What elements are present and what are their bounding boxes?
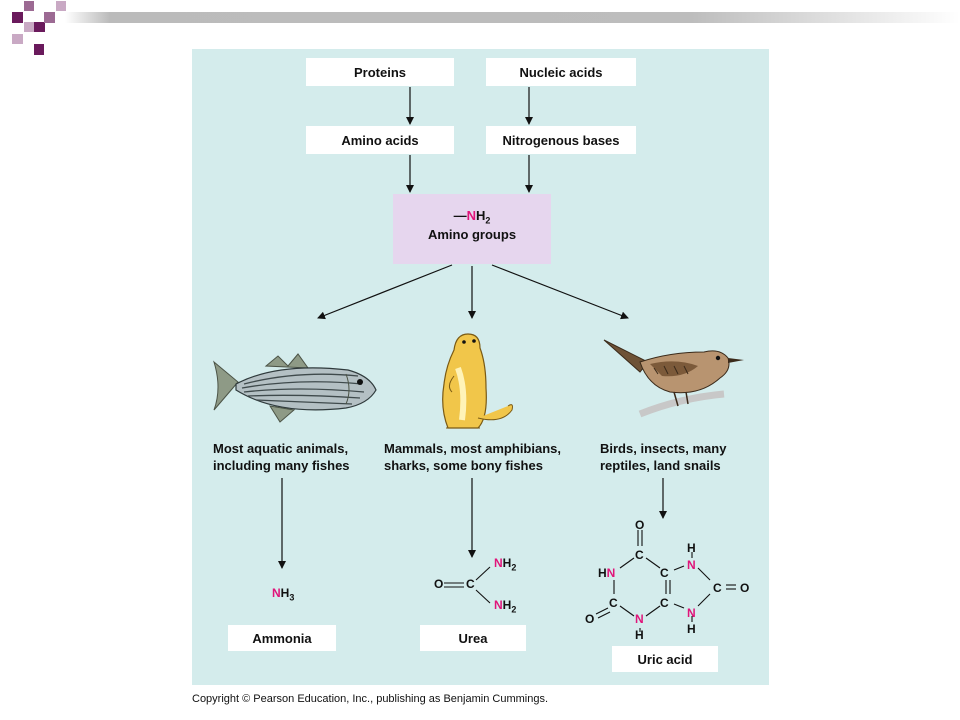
aquatic-caption: Most aquatic animals, including many fis… (213, 441, 350, 473)
uric-acid-label: Uric acid (637, 651, 693, 667)
urea-bonds (444, 566, 491, 604)
uric-n3: N (635, 612, 644, 626)
nitrogenous-bases-box: Nitrogenous bases (486, 126, 636, 154)
uric-n7: N (687, 558, 696, 572)
uric-o-right: O (740, 581, 750, 595)
nucleic-acids-box: Nucleic acids (486, 58, 636, 86)
arrow-groups-bird (491, 264, 629, 320)
copyright-notice: Copyright © Pearson Education, Inc., pub… (192, 693, 549, 705)
fish-icon (213, 353, 377, 423)
uric-c3: C (609, 596, 618, 610)
amino-acids-label: Amino acids (341, 132, 419, 148)
uric-o-top: O (635, 518, 645, 532)
uric-h9: H (687, 622, 696, 636)
amino-groups-box: —NH2 Amino groups (393, 194, 551, 264)
uric-c4: C (660, 596, 669, 610)
uric-c8: C (713, 581, 722, 595)
uric-c5: C (660, 566, 669, 580)
urea-label: Urea (458, 630, 488, 646)
urea-nh2-bottom: NH2 (494, 598, 517, 615)
amino-group-formula: —NH2 (453, 208, 491, 226)
uric-n9: N (687, 606, 696, 620)
ammonia-label: Ammonia (252, 630, 312, 646)
uric-c2: C (635, 548, 644, 562)
ammonia-box: Ammonia (228, 625, 336, 651)
amino-acids-box: Amino acids (306, 126, 454, 154)
arrow-groups-fish (317, 264, 453, 320)
urea-carbon: C (466, 577, 475, 591)
birds-caption: Birds, insects, many reptiles, land snai… (600, 441, 727, 473)
uric-o-left: O (585, 612, 595, 626)
uric-hn1: HN (598, 566, 616, 580)
uric-h3: H (635, 628, 644, 642)
amino-groups-label: Amino groups (427, 227, 517, 242)
proteins-label: Proteins (353, 64, 406, 80)
panel-top-strip (182, 40, 777, 49)
urea-nh2-top: NH2 (494, 556, 517, 573)
proteins-box: Proteins (306, 58, 454, 86)
uric-h7: H (687, 541, 696, 555)
nucleic-acids-label: Nucleic acids (519, 64, 603, 80)
urea-oxygen: O (434, 577, 444, 591)
mammals-caption: Mammals, most amphibians, sharks, some b… (384, 441, 561, 473)
uric-acid-box: Uric acid (612, 646, 718, 672)
urea-box: Urea (420, 625, 526, 651)
prairie-dog-icon (442, 333, 513, 429)
nitrogenous-bases-label: Nitrogenous bases (502, 132, 620, 148)
ammonia-formula: NH3 (272, 586, 295, 603)
uric-acid-bonds (595, 530, 736, 632)
bird-icon (603, 339, 744, 418)
